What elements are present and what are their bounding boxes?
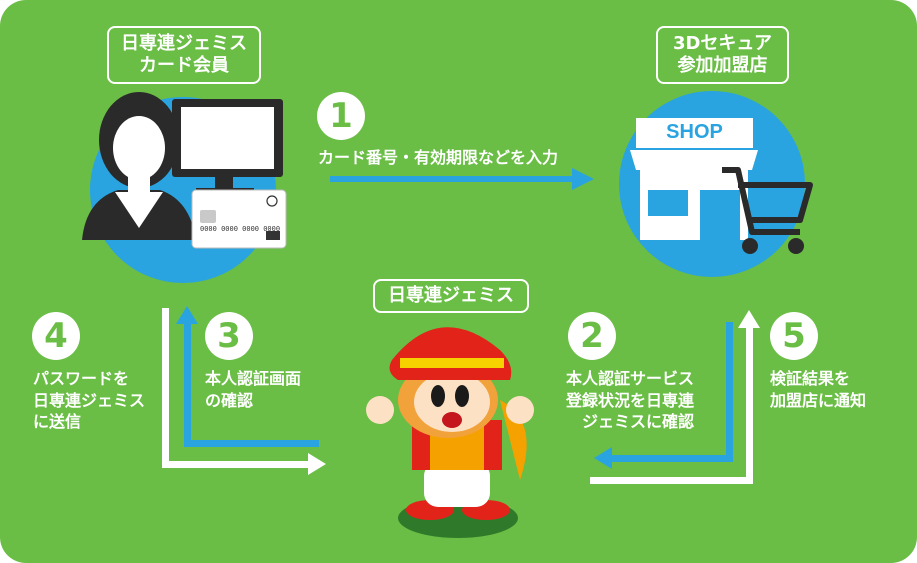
mascot-illustration [366, 327, 534, 538]
step-3-line-1: 本人認証画面 [205, 369, 302, 388]
step-3-text: 本人認証画面 の確認 [205, 368, 301, 411]
person-icon [82, 92, 196, 240]
step-2-line-1: 本人認証サービス [566, 369, 695, 388]
jemis-label-box: 日専連ジェミス [373, 279, 529, 313]
step-5-number: 5 [770, 312, 818, 360]
member-label-box: 日専連ジェミス カード会員 [107, 26, 261, 84]
shopping-cart-icon [722, 167, 813, 235]
store-label-line2: 参加加盟店 [677, 55, 768, 76]
step-5-line-2: 加盟店に通知 [770, 390, 867, 410]
step-1-number: 1 [317, 92, 365, 140]
step-4-number: 4 [32, 312, 80, 360]
shop-sign: SHOP [666, 121, 723, 143]
arrow-step-3 [176, 306, 319, 447]
step-2-number: 2 [568, 312, 616, 360]
step-3-number: 3 [205, 312, 253, 360]
member-label-line2: カード会員 [139, 55, 229, 76]
credit-card-icon [191, 189, 287, 249]
step-2-line-3: ジェミスに確認 [582, 412, 695, 432]
step-4-line-2: 日専連ジェミス [33, 390, 146, 410]
step-4-text: パスワードを 日専連ジェミス に送信 [33, 368, 145, 433]
step-5-text: 検証結果を 加盟店に通知 [770, 368, 866, 411]
step-1-line-1: カード番号・有効期限などを入力 [318, 148, 559, 167]
arrow-step-4 [162, 308, 326, 475]
arrow-step-5 [590, 310, 760, 484]
store-label-box: 3Dセキュア 参加加盟店 [656, 26, 789, 84]
step-5-line-1: 検証結果を [770, 369, 851, 388]
step-4-line-1: パスワードを [33, 369, 130, 388]
step-1-text: カード番号・有効期限などを入力 [318, 147, 558, 169]
member-label-line1: 日専連ジェミス [121, 33, 247, 55]
card-number: 0000 0000 0000 0000 [200, 225, 281, 233]
step-3-line-2: の確認 [205, 390, 254, 410]
jemis-label: 日専連ジェミス [388, 285, 514, 307]
step-2-line-2: 登録状況を日専連 [566, 390, 695, 410]
step-2-text: 本人認証サービス 登録状況を日専連 ジェミスに確認 [566, 368, 694, 433]
arrow-step-1 [330, 168, 594, 190]
store-label-line1: 3Dセキュア [672, 33, 773, 55]
step-4-line-3: に送信 [33, 412, 82, 432]
shop-icon [630, 118, 758, 240]
arrow-step-2 [594, 322, 733, 469]
